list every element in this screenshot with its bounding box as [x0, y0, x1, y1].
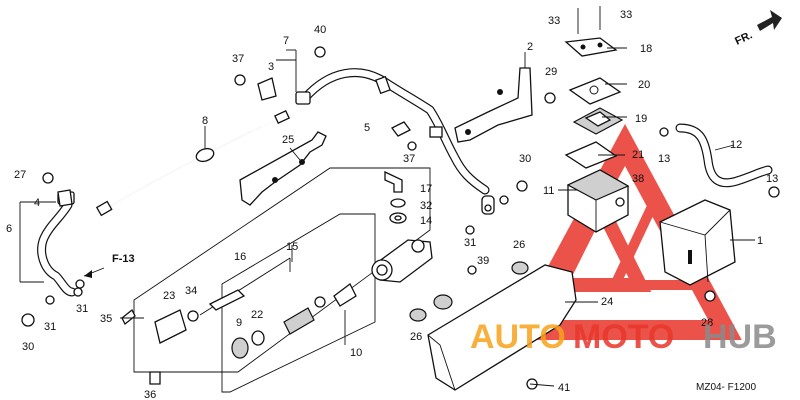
callout-25: 25	[282, 134, 294, 146]
callout-36: 36	[144, 389, 156, 400]
cover-1	[659, 199, 736, 286]
callout-4: 4	[34, 197, 40, 209]
watermark-hub: HUB	[703, 318, 777, 356]
callout-30b: 30	[22, 341, 34, 353]
master-cylinder	[371, 239, 433, 283]
direction-label: FR.	[733, 29, 754, 47]
callout-40: 40	[314, 24, 326, 36]
reference-text: F-13	[112, 253, 135, 265]
callout-32: 32	[420, 200, 432, 212]
callout-2: 2	[527, 41, 533, 53]
callout-31c: 31	[464, 237, 476, 249]
cover-24	[427, 264, 577, 391]
callout-19: 19	[635, 113, 647, 125]
callout-3: 3	[268, 61, 274, 73]
callout-labels: 1 2 3 4 5 6 7 8 9 10 11 12 13 13 14 15 1…	[6, 9, 778, 400]
callout-14: 14	[420, 215, 432, 227]
cable-8	[95, 109, 290, 217]
reservoir-11	[566, 169, 630, 233]
callout-12: 12	[730, 139, 742, 151]
callout-26b: 26	[410, 331, 422, 343]
callout-10: 10	[350, 347, 362, 359]
plate-18	[564, 37, 618, 57]
callout-27: 27	[14, 169, 26, 181]
callout-7: 7	[283, 35, 289, 47]
callout-35: 35	[100, 313, 112, 325]
callout-22: 22	[251, 309, 263, 321]
figure-code: MZ04- F1200	[696, 382, 756, 393]
front-direction-arrow: FR.	[733, 10, 782, 48]
kit-frame-outer	[133, 167, 431, 373]
callout-8: 8	[202, 115, 208, 127]
hose-6	[37, 191, 83, 297]
callout-15: 15	[286, 241, 298, 253]
watermark-text: AUTO MOTO HUB	[470, 318, 777, 356]
hose-12	[675, 123, 773, 188]
callout-37b: 37	[403, 153, 415, 165]
callout-23: 23	[163, 290, 175, 302]
small-parts	[21, 6, 780, 390]
reference-label: F-13	[83, 253, 135, 278]
watermark-auto: AUTO	[470, 318, 566, 356]
watermark-moto: MOTO	[573, 318, 674, 356]
callout-34: 34	[185, 285, 197, 297]
bracket-2	[454, 67, 533, 143]
callout-33a: 33	[548, 15, 560, 27]
callout-16: 16	[234, 251, 246, 263]
callout-39: 39	[477, 255, 489, 267]
callout-29: 29	[545, 66, 557, 78]
callout-11: 11	[543, 185, 554, 197]
callout-13b: 13	[766, 173, 778, 185]
callout-17: 17	[420, 183, 432, 195]
callout-18: 18	[640, 43, 652, 55]
callout-9: 9	[236, 317, 242, 329]
callout-31a: 31	[44, 321, 56, 333]
callout-38: 38	[632, 173, 644, 185]
callout-20: 20	[638, 79, 650, 91]
callout-28: 28	[701, 317, 713, 329]
callout-13a: 13	[658, 153, 670, 165]
callout-31b: 31	[76, 303, 88, 315]
callout-41: 41	[558, 382, 570, 394]
callout-33b: 33	[620, 9, 632, 21]
callout-24: 24	[601, 296, 613, 308]
callout-30a: 30	[519, 153, 531, 165]
callout-1: 1	[757, 235, 763, 247]
callout-21: 21	[632, 149, 644, 161]
callout-26a: 26	[513, 239, 525, 251]
leader-lines	[19, 47, 755, 387]
hose-7	[295, 68, 495, 215]
callout-5: 5	[364, 122, 370, 134]
callout-6: 6	[6, 223, 12, 235]
callout-37a: 37	[232, 53, 244, 65]
kit-frame-inner	[221, 213, 376, 393]
diaphragm-21	[564, 141, 618, 169]
bracket-25	[239, 131, 327, 206]
